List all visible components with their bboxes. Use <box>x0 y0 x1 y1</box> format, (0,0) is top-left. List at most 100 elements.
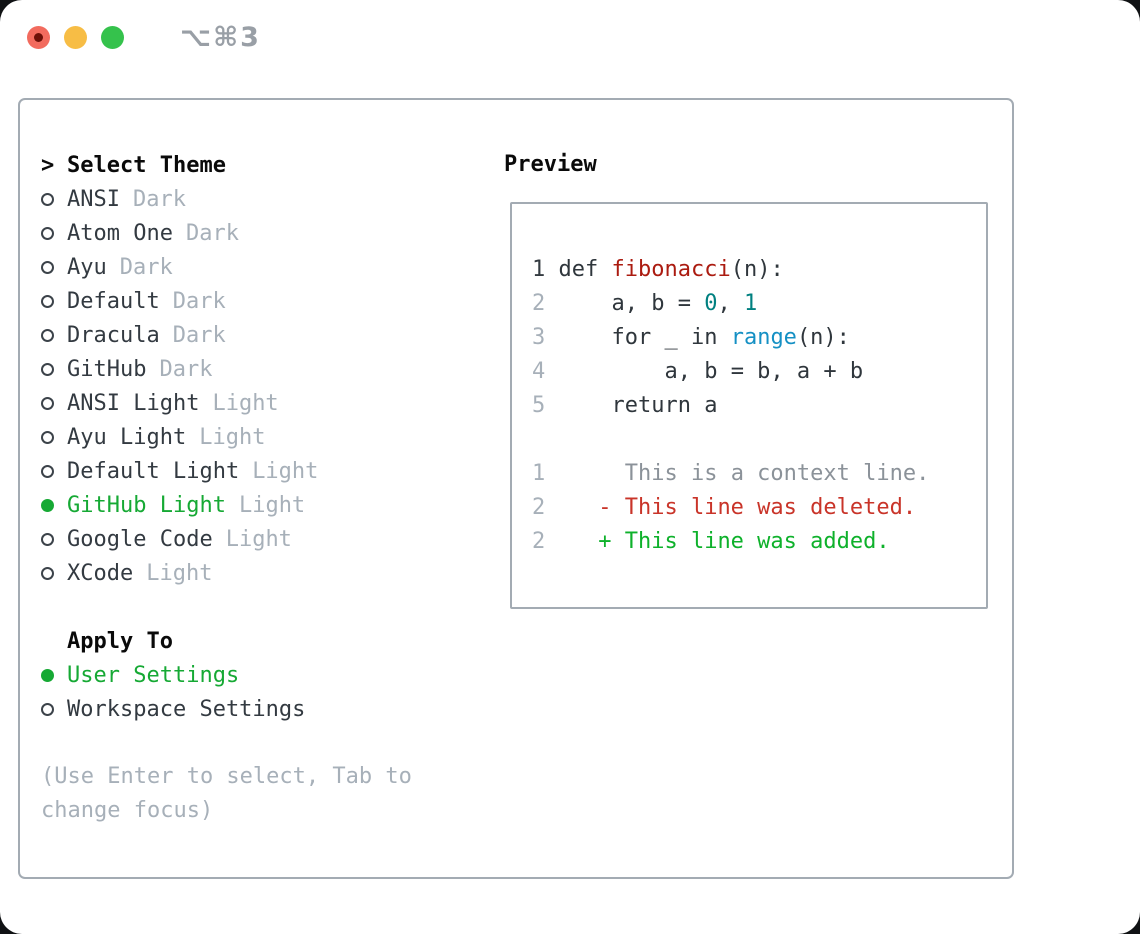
theme-variant: Dark <box>132 186 186 212</box>
theme-variant: Dark <box>119 254 173 280</box>
code-segment <box>545 359 664 384</box>
code-segment <box>545 291 611 316</box>
radio-selected-icon <box>41 668 54 682</box>
radio-icon <box>41 566 54 580</box>
theme-option-ansi[interactable]: ANSI Dark <box>20 182 490 216</box>
code-segment: 2 <box>532 291 546 316</box>
theme-option-ansi-light[interactable]: ANSI Light Light <box>20 386 490 420</box>
radio-icon <box>41 294 54 308</box>
code-segment: a, b = b, a + b <box>664 359 864 384</box>
apply-option-workspace-settings[interactable]: Workspace Settings <box>20 692 490 726</box>
radio-icon <box>41 532 54 546</box>
code-segment: range <box>730 325 797 350</box>
code-line: 2 + This line was added. <box>532 525 929 559</box>
radio-icon <box>41 430 54 444</box>
theme-variant: Light <box>225 526 292 552</box>
theme-name: Google Code <box>67 526 213 552</box>
code-segment: 2 <box>532 529 546 554</box>
code-line <box>532 423 929 457</box>
theme-name: Ayu Light <box>67 424 187 450</box>
code-segment: 5 <box>532 393 546 418</box>
code-segment <box>545 529 598 554</box>
theme-name: Default Light <box>67 458 240 484</box>
code-segment: , <box>717 291 744 316</box>
apply-to-header: Apply To <box>20 624 490 658</box>
code-line: 1 def fibonacci(n): <box>532 253 929 287</box>
code-segment: 2 <box>532 495 546 520</box>
apply-option-label: Workspace Settings <box>67 696 306 722</box>
code-segment <box>545 495 598 520</box>
code-segment <box>545 325 611 350</box>
code-segment: (n): <box>796 325 850 350</box>
theme-option-ayu[interactable]: Ayu Dark <box>20 250 490 284</box>
theme-variant: Light <box>146 560 213 586</box>
code-segment: return a <box>611 393 718 418</box>
theme-name: ANSI <box>67 186 120 212</box>
code-segment: a, b = <box>611 291 705 316</box>
theme-name: ANSI Light <box>67 390 200 416</box>
code-segment: 1 <box>532 461 546 486</box>
hint-text: (Use Enter to select, Tab to change focu… <box>41 764 412 823</box>
code-line: 2 a, b = 0, 1 <box>532 287 929 321</box>
window-shortcut-label: ⌥⌘3 <box>180 22 261 53</box>
minimize-button[interactable] <box>64 26 87 49</box>
theme-variant: Dark <box>185 220 239 246</box>
code-segment: 4 <box>532 359 546 384</box>
theme-option-github-light[interactable]: GitHub Light Light <box>20 488 490 522</box>
window-titlebar: ⌥⌘3 <box>0 0 1140 75</box>
theme-variant: Light <box>212 390 279 416</box>
code-line: 1 This is a context line. <box>532 457 929 491</box>
apply-option-user-settings[interactable]: User Settings <box>20 658 490 692</box>
code-line: 2 - This line was deleted. <box>532 491 929 525</box>
radio-icon <box>41 226 54 240</box>
code-segment: (n): <box>730 257 784 282</box>
radio-icon <box>41 396 54 410</box>
theme-name: Ayu <box>67 254 107 280</box>
theme-variant: Light <box>238 492 306 518</box>
code-segment: - This line was deleted. <box>598 495 917 520</box>
radio-icon <box>41 260 54 274</box>
theme-option-atom-one[interactable]: Atom One Dark <box>20 216 490 250</box>
select-theme-label: Select Theme <box>67 152 226 178</box>
code-segment: + This line was added. <box>598 529 890 554</box>
theme-option-default[interactable]: Default Dark <box>20 284 490 318</box>
theme-name: Default <box>67 288 160 314</box>
maximize-button[interactable] <box>101 26 124 49</box>
code-segment: fibonacci <box>611 257 731 282</box>
theme-variant: Dark <box>172 322 226 348</box>
theme-option-default-light[interactable]: Default Light Light <box>20 454 490 488</box>
theme-option-xcode[interactable]: XCode Light <box>20 556 490 590</box>
preview-title: Preview <box>504 152 597 177</box>
close-button[interactable] <box>27 26 50 49</box>
code-line: 5 return a <box>532 389 929 423</box>
close-dot-icon <box>34 33 43 42</box>
theme-variant: Light <box>252 458 319 484</box>
theme-name: XCode <box>67 560 134 586</box>
code-segment: 1 <box>743 291 758 316</box>
theme-name: GitHub <box>67 356 147 382</box>
theme-variant: Light <box>199 424 266 450</box>
theme-variant: Dark <box>172 288 226 314</box>
select-theme-header: > Select Theme <box>20 148 490 182</box>
code-line: 3 for _ in range(n): <box>532 321 929 355</box>
theme-option-google-code[interactable]: Google Code Light <box>20 522 490 556</box>
radio-icon <box>41 702 54 716</box>
theme-name: GitHub Light <box>67 492 226 518</box>
code-segment: This is a context line. <box>624 461 930 486</box>
theme-option-ayu-light[interactable]: Ayu Light Light <box>20 420 490 454</box>
theme-name: Atom One <box>67 220 173 246</box>
prompt-icon: > <box>41 152 55 178</box>
code-segment: 0 <box>704 291 718 316</box>
apply-option-label: User Settings <box>67 662 240 688</box>
apply-to-label: Apply To <box>67 628 173 654</box>
code-segment: 1 <box>532 257 559 282</box>
